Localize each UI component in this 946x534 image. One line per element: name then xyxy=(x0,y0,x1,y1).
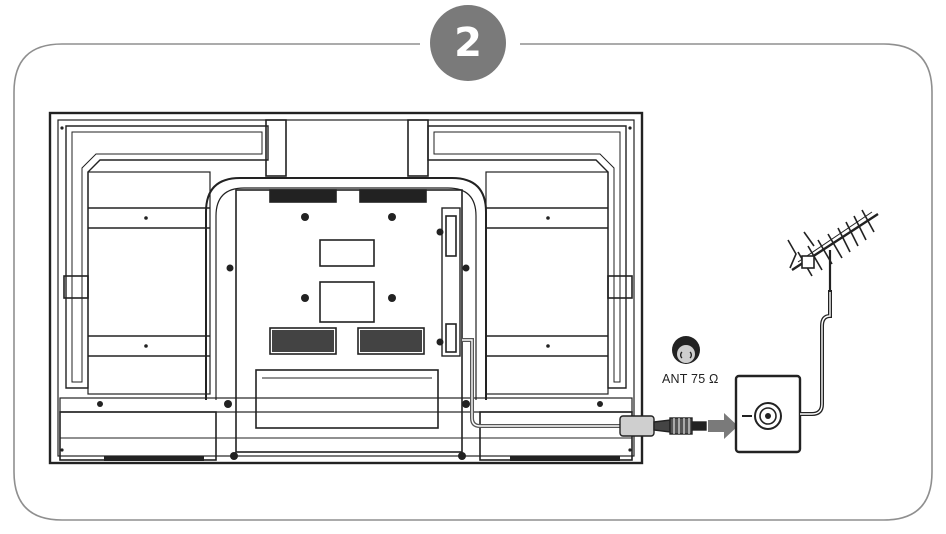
panel-frame xyxy=(13,43,933,521)
tv-screws xyxy=(60,126,632,460)
ant-port-label: ANT 75 Ω xyxy=(662,372,719,386)
wall-socket-icon xyxy=(734,374,802,454)
tv-back-panel-icon xyxy=(48,111,644,465)
antenna-down-cable xyxy=(800,290,832,416)
arrow-right-icon xyxy=(708,413,738,439)
step-number: 2 xyxy=(454,20,482,66)
tv-vents xyxy=(104,330,620,461)
antenna-icon xyxy=(787,209,879,292)
coax-plug-icon xyxy=(619,415,707,437)
step-badge xyxy=(430,5,506,81)
antenna-port-icon xyxy=(672,336,700,364)
